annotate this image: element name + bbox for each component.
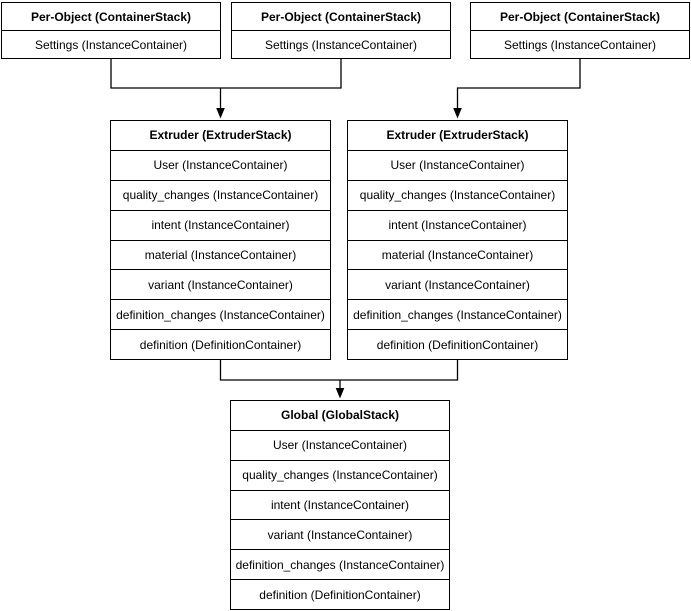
- container-row: material (InstanceContainer): [348, 239, 567, 270]
- arrowhead-extruder-left-icon: [216, 108, 225, 119]
- edge-perobjects-to-extruder-left: [110, 59, 342, 89]
- node-title: Per-Object (ContainerStack): [499, 9, 661, 24]
- edge-perobject-to-extruder-right: [456, 59, 581, 110]
- arrowhead-extruder-right-icon: [453, 108, 462, 119]
- container-row: material (InstanceContainer): [111, 239, 330, 270]
- edge-extruders-to-global: [219, 360, 459, 381]
- container-row: variant (InstanceContainer): [111, 269, 330, 299]
- node-title: Extruder (ExtruderStack): [149, 128, 292, 143]
- node-title: Per-Object (ContainerStack): [30, 9, 192, 24]
- container-row: intent (InstanceContainer): [231, 489, 449, 520]
- container-row: Settings (InstanceContainer): [2, 30, 220, 58]
- container-row: Settings (InstanceContainer): [471, 30, 689, 58]
- container-row: definition (DefinitionContainer): [348, 329, 567, 359]
- container-row: definition (DefinitionContainer): [231, 579, 449, 609]
- container-row: User (InstanceContainer): [231, 429, 449, 460]
- container-row: variant (InstanceContainer): [348, 269, 567, 299]
- node-title: Global (GlobalStack): [280, 408, 400, 423]
- container-row: intent (InstanceContainer): [111, 209, 330, 240]
- container-row: quality_changes (InstanceContainer): [231, 459, 449, 490]
- node-per-object-middle: Per-Object (ContainerStack) Settings (In…: [231, 2, 451, 59]
- container-row: definition_changes (InstanceContainer): [111, 299, 330, 329]
- node-extruder-left: Extruder (ExtruderStack) User (InstanceC…: [110, 120, 331, 360]
- node-title: Extruder (ExtruderStack): [386, 128, 529, 143]
- container-row: intent (InstanceContainer): [348, 209, 567, 240]
- container-row: definition (DefinitionContainer): [111, 329, 330, 359]
- container-row: User (InstanceContainer): [348, 149, 567, 180]
- container-row: quality_changes (InstanceContainer): [111, 179, 330, 210]
- node-extruder-right: Extruder (ExtruderStack) User (InstanceC…: [347, 120, 568, 360]
- container-row: variant (InstanceContainer): [231, 519, 449, 549]
- container-row: quality_changes (InstanceContainer): [348, 179, 567, 210]
- container-row: Settings (InstanceContainer): [232, 30, 450, 58]
- container-row: User (InstanceContainer): [111, 149, 330, 180]
- node-per-object-left: Per-Object (ContainerStack) Settings (In…: [1, 2, 221, 59]
- arrowhead-global-icon: [335, 388, 345, 399]
- container-row: definition_changes (InstanceContainer): [348, 299, 567, 329]
- node-global-stack: Global (GlobalStack) User (InstanceConta…: [230, 400, 450, 610]
- node-per-object-right: Per-Object (ContainerStack) Settings (In…: [470, 2, 690, 59]
- node-title: Per-Object (ContainerStack): [260, 9, 422, 24]
- container-row: definition_changes (InstanceContainer): [231, 549, 449, 579]
